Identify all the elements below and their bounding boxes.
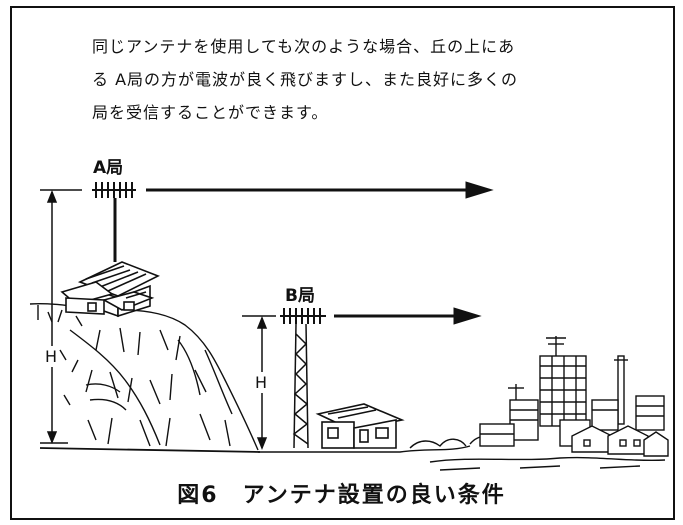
figure-caption: 図6 アンテナ設置の良い条件 [177, 483, 506, 508]
antenna-b-icon [280, 308, 326, 324]
height-dimension-a [40, 189, 82, 445]
intro-line-1: 同じアンテナを使用しても次のような場合、丘の上にあ [92, 37, 516, 56]
signal-arrow-a [146, 181, 494, 199]
house-b [315, 403, 405, 449]
height-a-label: H [44, 346, 59, 367]
station-b-label: B局 [285, 286, 315, 306]
intro-line-3: 局を受信することができます。 [92, 103, 329, 122]
intro-text: 同じアンテナを使用しても次のような場合、丘の上にあ る A局の方が電波が良く飛び… [92, 30, 612, 129]
height-b-label: H [254, 372, 269, 393]
house-a [60, 261, 160, 318]
hill [29, 302, 261, 453]
antenna-a-icon [92, 182, 136, 262]
city-skyline [479, 336, 669, 457]
tower-b [292, 323, 309, 449]
ground [258, 435, 666, 471]
signal-arrow-b [334, 307, 482, 325]
intro-line-2: る A局の方が電波が良く飛びますし、また良好に多くの [92, 70, 519, 89]
station-a-label: A局 [93, 158, 124, 178]
